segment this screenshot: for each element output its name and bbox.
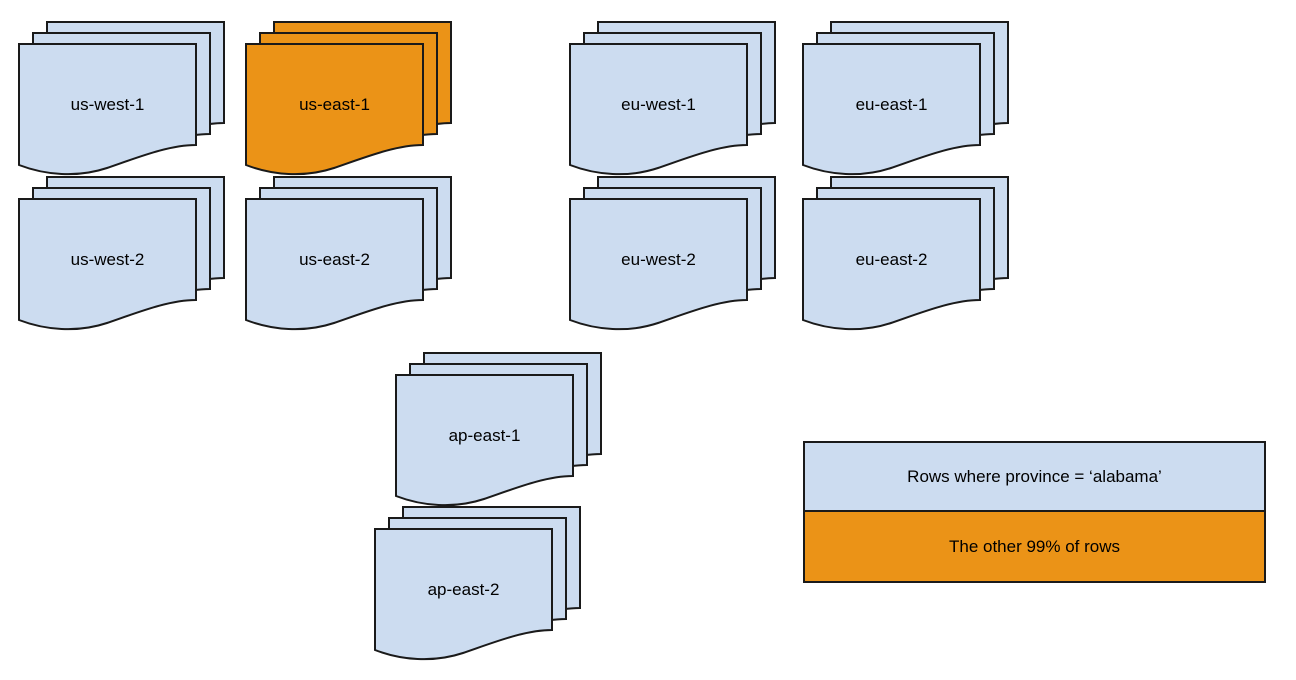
legend-item-included: Rows where province = ‘alabama’: [805, 443, 1264, 512]
document-sheet: [374, 528, 553, 661]
document-sheet: [245, 198, 424, 331]
region-stack-us-east-1[interactable]: [245, 21, 452, 176]
legend: Rows where province = ‘alabama’ The othe…: [803, 441, 1266, 583]
document-sheet: [569, 43, 748, 176]
region-stack-us-west-2[interactable]: [18, 176, 225, 331]
document-sheet: [18, 43, 197, 176]
document-sheet: [245, 43, 424, 176]
region-stack-eu-west-2[interactable]: [569, 176, 776, 331]
region-stack-eu-east-1[interactable]: [802, 21, 1009, 176]
legend-label-included: Rows where province = ‘alabama’: [907, 466, 1162, 486]
region-stack-ap-east-2[interactable]: [374, 506, 581, 661]
region-stack-eu-east-2[interactable]: [802, 176, 1009, 331]
legend-item-excluded: The other 99% of rows: [805, 512, 1264, 581]
region-stack-us-east-2[interactable]: [245, 176, 452, 331]
document-sheet: [395, 374, 574, 507]
legend-label-excluded: The other 99% of rows: [948, 536, 1121, 556]
document-sheet: [569, 198, 748, 331]
document-sheet: [802, 198, 981, 331]
region-stack-ap-east-1[interactable]: [395, 352, 602, 507]
region-stack-eu-west-1[interactable]: [569, 21, 776, 176]
document-sheet: [18, 198, 197, 331]
region-stack-us-west-1[interactable]: [18, 21, 225, 176]
document-sheet: [802, 43, 981, 176]
